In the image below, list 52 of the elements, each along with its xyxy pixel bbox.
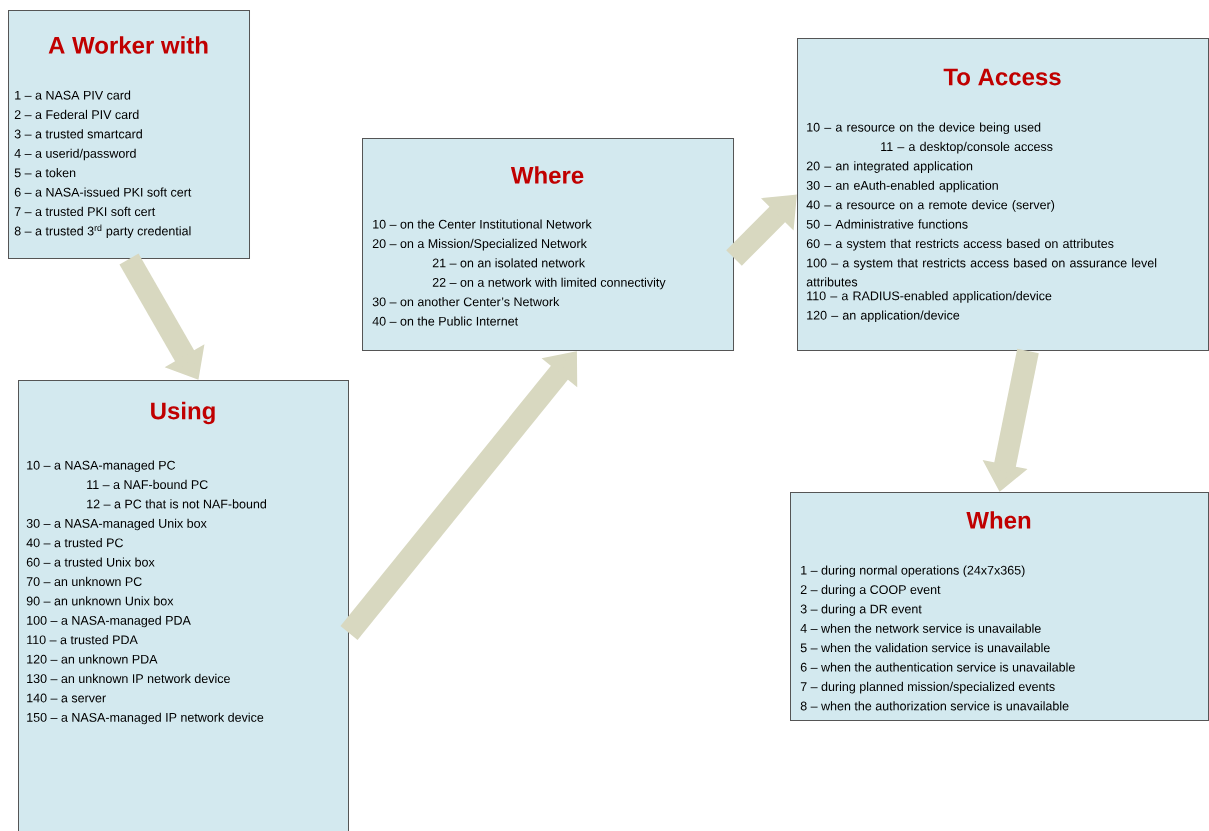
box-title: Where: [510, 166, 584, 184]
list-item: 30 – a NASA-managed Unix box: [26, 518, 207, 531]
list-item: 100 – a system that restricts access based on assurance level attributes: [806, 258, 1157, 287]
list-item: 30 – an eAuth-enabled application: [806, 180, 998, 193]
list-item: 40 – on the Public Internet: [372, 316, 519, 326]
box-title: To Access: [943, 68, 1061, 86]
list-item: 20 – on a Mission/Specialized Network: [372, 238, 587, 251]
list-item: 10 – a resource on the device being used: [807, 122, 1041, 135]
list-item: 30 – on another Center’s Network: [372, 297, 560, 307]
list-item: 70 – an unknown PC: [26, 576, 142, 587]
list-item: 10 – on the Center Institutional Network: [373, 219, 592, 229]
box-title: A Worker with: [48, 36, 208, 54]
list-item: 2 – a Federal PIV card: [14, 109, 139, 120]
list-item: 7 – a trusted PKI soft cert: [14, 206, 156, 217]
list-item: 4 – a userid/password: [14, 148, 136, 161]
list-item: 110 – a trusted PDA: [27, 635, 138, 645]
list-item: 3 – during a DR event: [800, 604, 922, 616]
list-item: 50 – Administrative functions: [806, 219, 968, 229]
list-item: 120 – an unknown PDA: [27, 654, 158, 664]
list-item: 60 – a trusted Unix box: [26, 557, 155, 567]
list-item: 110 – a RADIUS-enabled application/device: [807, 291, 1052, 303]
list-item: 20 – an integrated application: [806, 161, 973, 173]
list-item: 21 – on an isolated network: [432, 258, 586, 268]
list-item: 130 – an unknown IP network device: [27, 673, 230, 684]
list-item: 22 – on a network with limited connectivity: [432, 277, 666, 290]
list-item: 6 – when the authentication service is unavailable: [800, 662, 1075, 672]
list-item: 60 – a system that restricts access based on attributes: [806, 238, 1114, 251]
list-item: 11 – a desktop/console access: [881, 141, 1053, 154]
list-item: 40 – a trusted PC: [26, 538, 123, 548]
list-item: 3 – a trusted smartcard: [14, 129, 142, 139]
list-item: 5 – a token: [14, 168, 76, 178]
list-item: 7 – during planned mission/specialized events: [800, 681, 1055, 694]
box-title: Using: [151, 401, 215, 425]
list-item: 40 – a resource on a remote device (server): [806, 200, 1055, 212]
list-item: 8 – when the authorization service is unavailable: [800, 701, 1069, 711]
list-item: 8 – a trusted 3$^{rd}$ party credential: [14, 224, 191, 238]
list-item: 6 – a NASA-issued PKI soft cert: [14, 187, 192, 197]
list-item: 2 – during a COOP event: [800, 584, 941, 597]
list-item: 120 – an application/device: [807, 310, 960, 323]
list-item: 1 – a NASA PIV card: [15, 90, 131, 100]
list-item: 140 – a server: [27, 693, 106, 703]
list-item: 4 – when the network service is unavailable: [800, 623, 1041, 633]
list-item: 12 – a PC that is not NAF-bound: [87, 499, 267, 509]
list-item: 150 – a NASA-managed IP network device: [27, 712, 264, 725]
block-arrow: [340, 351, 578, 640]
list-item: 1 – during normal operations (24x7x365): [801, 565, 1025, 578]
list-item: 10 – a NASA-managed PC: [27, 460, 176, 473]
list-item: 11 – a NAF-bound PC: [87, 479, 208, 490]
list-item: 100 – a NASA-managed PDA: [27, 615, 191, 628]
list-item: 5 – when the validation service is unavailable: [800, 643, 1050, 653]
box-title: When: [966, 511, 1031, 529]
list-item: 90 – an unknown Unix box: [26, 596, 174, 606]
